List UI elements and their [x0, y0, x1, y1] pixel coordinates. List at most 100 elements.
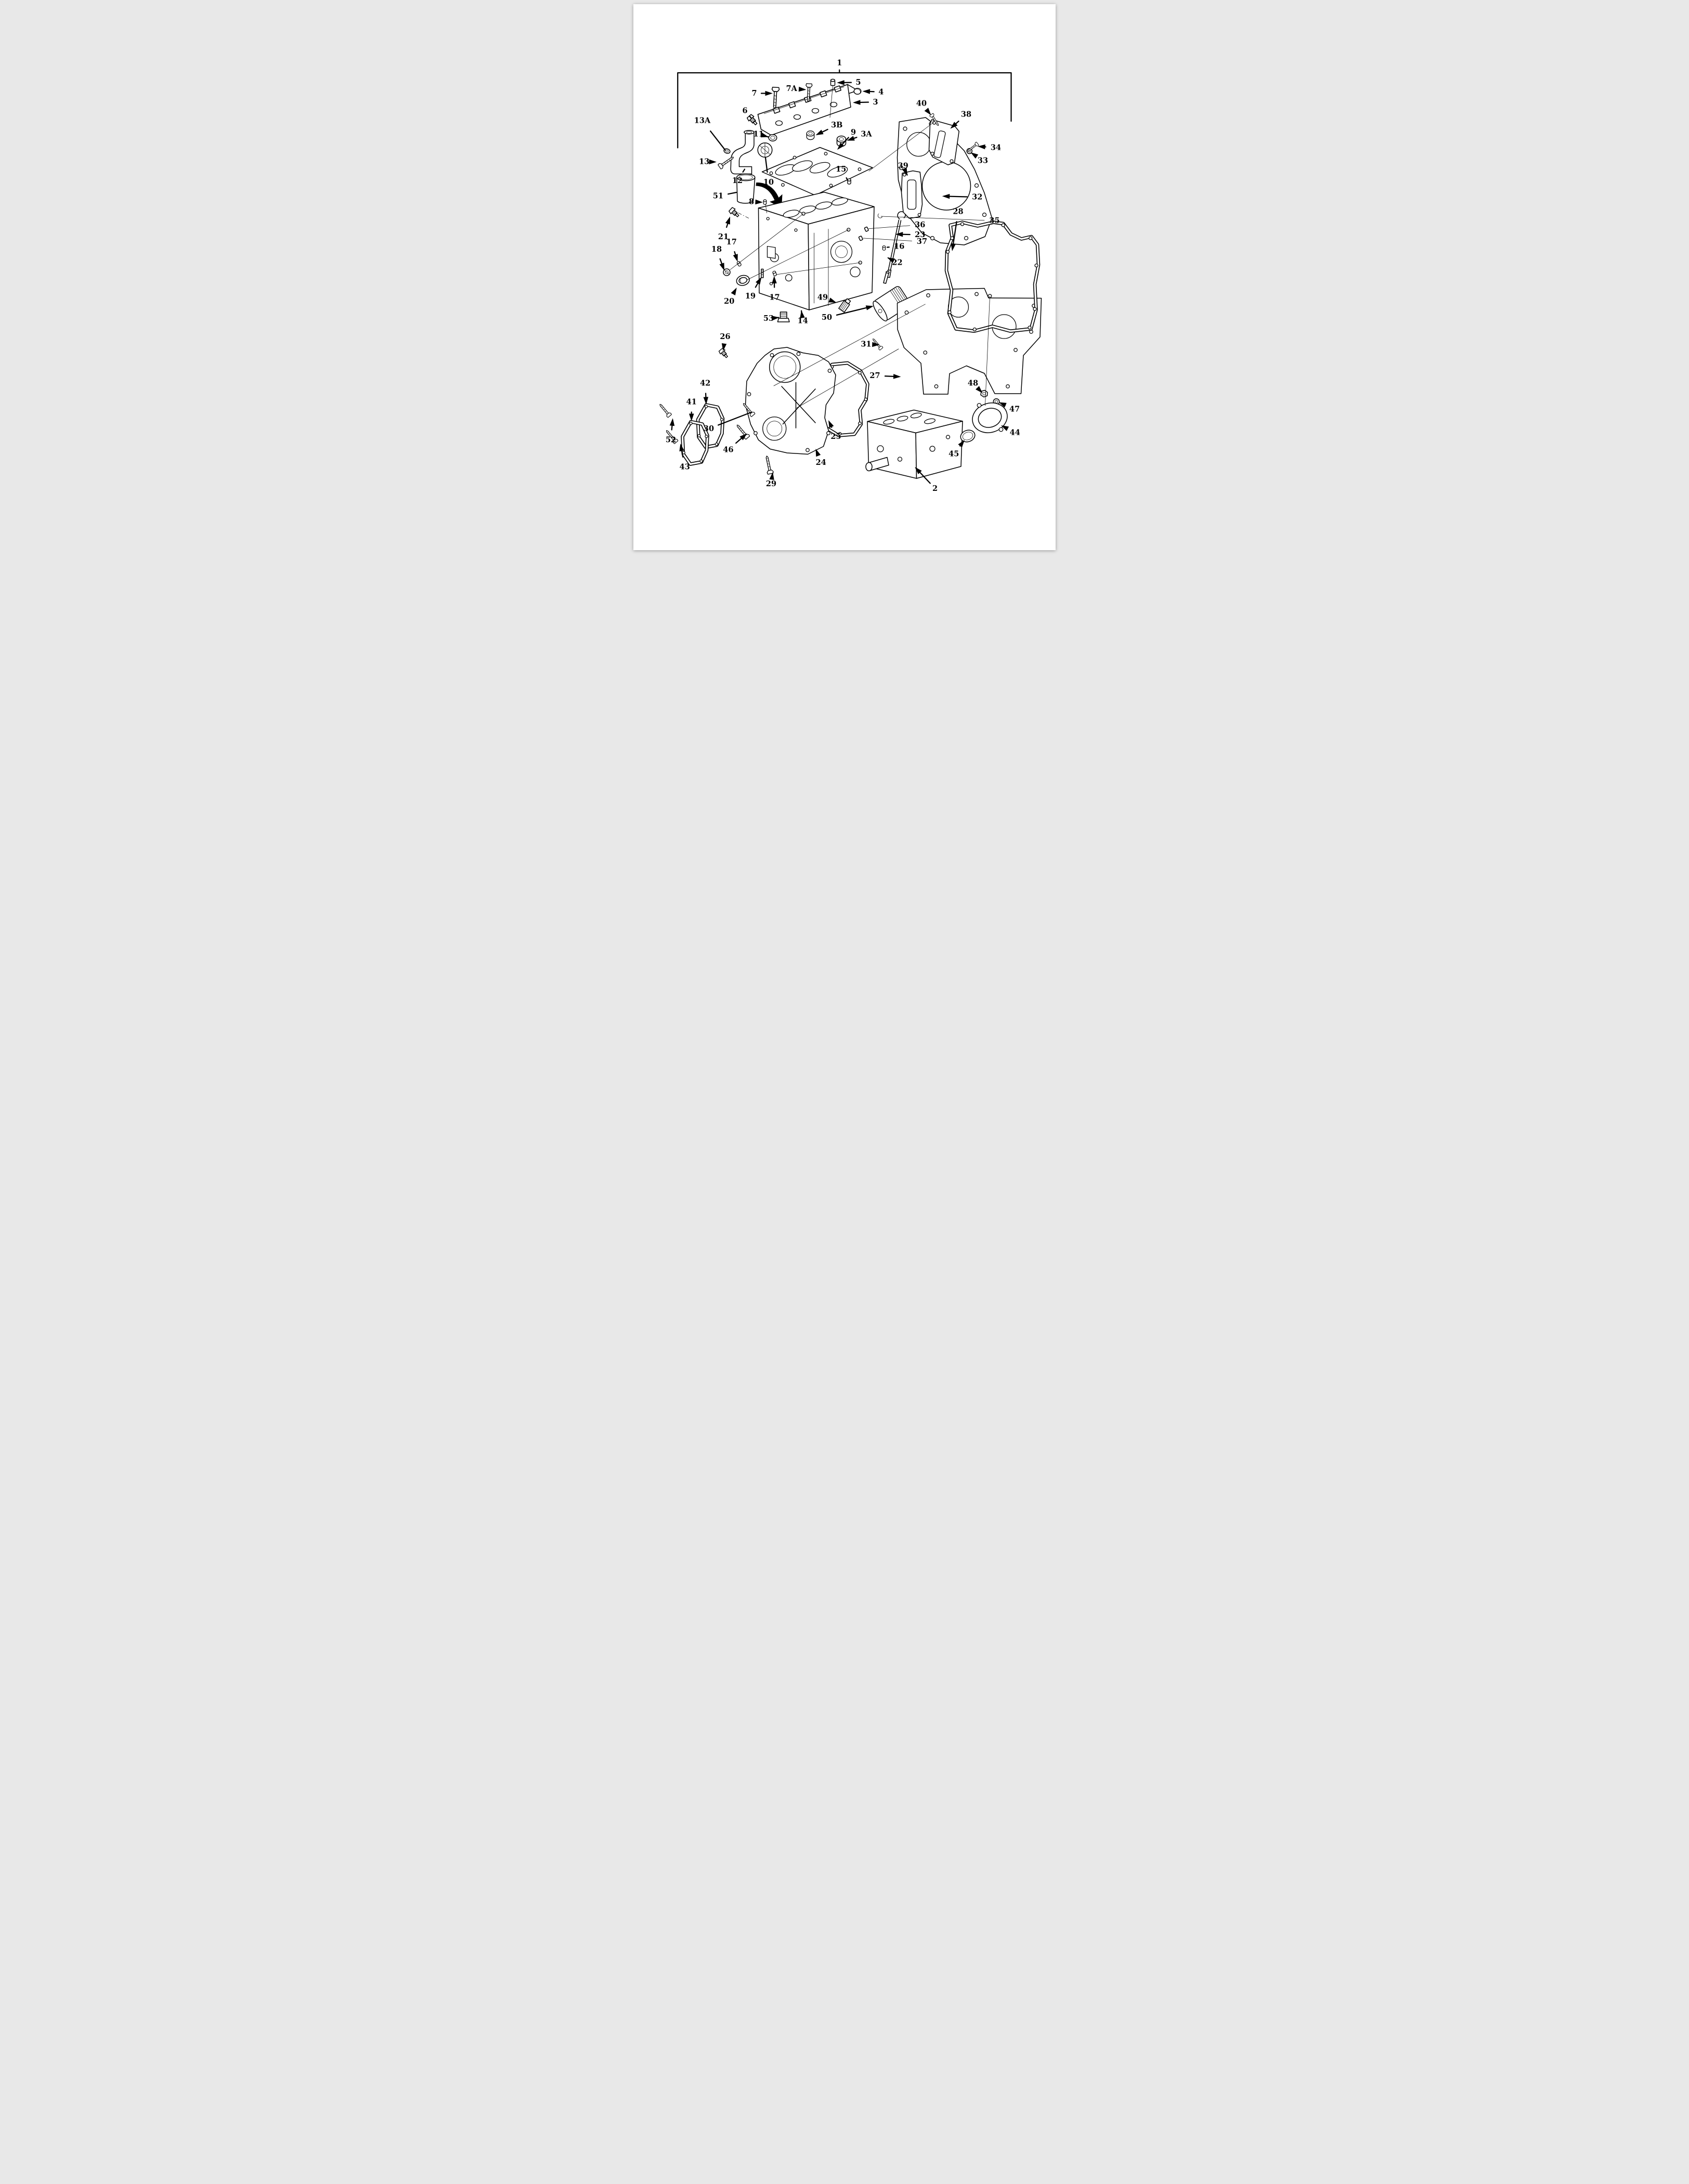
- callout-23: 23: [895, 230, 925, 239]
- callout-arrowhead-22: [887, 257, 895, 263]
- callout-label-17b: 17: [769, 293, 779, 302]
- bolt-34: [966, 141, 980, 153]
- callout-leader-30: [718, 411, 752, 426]
- engine-block: [758, 191, 875, 310]
- assembly-line-4: [776, 262, 861, 275]
- callout-26: 26: [720, 332, 731, 351]
- plug-17-front: [736, 261, 742, 267]
- callout-label-36: 36: [915, 220, 925, 229]
- callout-label-29: 29: [766, 479, 776, 488]
- callout-label-42: 42: [700, 379, 710, 388]
- callout-29: 29: [766, 472, 776, 488]
- assembly-line-3: [746, 229, 849, 280]
- callout-2: 2: [915, 467, 938, 493]
- callout-label-53: 53: [763, 314, 774, 323]
- callout-label-47: 47: [1009, 405, 1020, 413]
- callout-label-50: 50: [822, 313, 832, 322]
- callout-label-10: 10: [763, 178, 774, 187]
- temp-sensor-21: [728, 206, 741, 219]
- cup-plug-4: [853, 88, 862, 95]
- callout-label-51: 51: [713, 192, 723, 201]
- callout-label-37: 37: [917, 237, 927, 246]
- callout-35: 35: [880, 216, 1000, 225]
- callout-30: 30: [704, 411, 752, 433]
- callout-arrowhead-28: [951, 243, 956, 251]
- callout-arrowhead-18: [719, 263, 724, 271]
- callout-19: 19: [745, 277, 762, 301]
- callout-arrowhead-34: [978, 144, 985, 150]
- flange-44: [972, 402, 1008, 433]
- callout-20: 20: [724, 288, 737, 306]
- plug-8: [763, 199, 767, 205]
- callout-3A: 3A: [847, 130, 872, 141]
- callout-arrowhead-47: [998, 402, 1007, 408]
- callout-arrowhead-25: [828, 420, 834, 428]
- assembly-line-7: [985, 295, 990, 406]
- assembly-line-8: [765, 203, 767, 213]
- callout-arrowhead-14: [800, 310, 805, 319]
- assembly-line-5: [796, 348, 899, 408]
- stud-19: [761, 268, 764, 278]
- callout-label-2: 2: [932, 484, 938, 493]
- callout-label-13A: 13A: [694, 116, 711, 125]
- callout-32: 32: [942, 193, 982, 202]
- callout-label-46: 46: [723, 446, 733, 454]
- callout-leader-36: [868, 225, 911, 229]
- callout-arrowhead-11: [760, 132, 769, 138]
- callout-arrowhead-24: [815, 449, 821, 457]
- callout-42: 42: [700, 379, 710, 405]
- cover-gasket-39: [901, 170, 923, 219]
- callout-label-9: 9: [851, 128, 856, 137]
- callout-label-19: 19: [745, 292, 756, 301]
- callout-label-15: 15: [836, 165, 846, 174]
- callout-39: 39: [898, 161, 908, 176]
- short-block-2: [865, 409, 963, 479]
- callout-label-28: 28: [953, 207, 963, 216]
- callout-arrowhead-39: [902, 167, 907, 176]
- callout-arrowhead-17a: [733, 254, 738, 262]
- callout-22: 22: [887, 257, 903, 267]
- callout-leader-6: [749, 115, 752, 119]
- callout-arrowhead-29: [769, 472, 774, 480]
- callout-53: 53: [763, 314, 779, 323]
- callout-label-25: 25: [830, 432, 841, 441]
- callout-arrowhead-20: [731, 288, 737, 295]
- figure-frame: [677, 72, 1012, 149]
- callout-arrowhead-48: [976, 386, 983, 393]
- callout-arrowhead-50: [865, 305, 874, 310]
- callout-28: 28: [951, 207, 964, 251]
- callout-arrowhead-42: [703, 397, 709, 405]
- callout-label-26: 26: [720, 332, 730, 341]
- callout-33: 33: [970, 152, 988, 165]
- callout-16: 16: [886, 242, 904, 251]
- callout-41: 41: [686, 398, 697, 421]
- seal-18: [723, 268, 731, 276]
- callout-arrowhead-32: [942, 193, 950, 199]
- callout-arrowhead-21: [725, 216, 730, 225]
- callout-label-40: 40: [916, 99, 927, 108]
- callout-50: 50: [822, 305, 874, 322]
- callout-arrowhead-44: [1001, 425, 1009, 431]
- callout-label-41: 41: [686, 398, 697, 407]
- seal-housing-20: [736, 275, 750, 286]
- callout-arrowhead-3B: [815, 129, 824, 135]
- callout-arrowhead-2: [915, 467, 922, 474]
- callout-15: 15: [836, 165, 849, 181]
- bolt-52: [657, 402, 672, 418]
- callout-1: 1: [837, 59, 842, 73]
- o-ring-45: [960, 430, 976, 443]
- callout-arrowhead-26: [721, 343, 727, 351]
- callout-label-35: 35: [989, 216, 999, 225]
- rear-plate-27: [897, 288, 1042, 395]
- callout-leader-12: [742, 168, 746, 173]
- callout-label-18: 18: [711, 245, 722, 254]
- callout-leader-10: [764, 157, 768, 173]
- timing-gasket-28: [944, 220, 1041, 333]
- callout-leader-13A: [710, 130, 726, 151]
- callout-14: 14: [798, 310, 808, 326]
- callout-label-13: 13: [699, 158, 709, 166]
- head-gasket: [761, 147, 873, 196]
- callout-label-44: 44: [1010, 428, 1020, 437]
- callout-arrowhead-17b: [772, 276, 777, 284]
